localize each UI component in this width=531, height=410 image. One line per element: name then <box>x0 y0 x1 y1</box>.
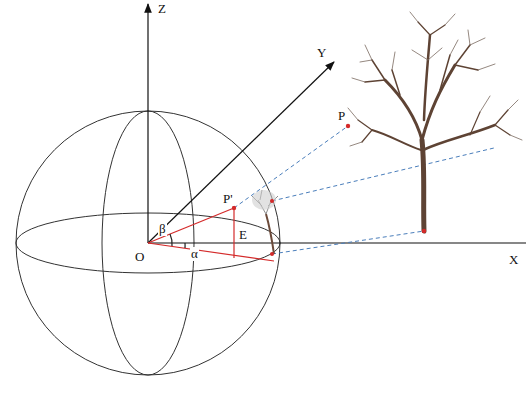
origin-label: O <box>134 250 145 264</box>
angle-label: β <box>158 222 167 236</box>
axes <box>148 4 526 243</box>
axis-label: Z <box>157 2 167 16</box>
tree <box>348 12 522 231</box>
projection-rays <box>234 126 494 254</box>
projected-tree <box>252 190 278 254</box>
points <box>232 124 426 256</box>
point-label: E <box>238 228 248 242</box>
angle-label: α <box>190 247 199 261</box>
point-label: P' <box>222 192 234 206</box>
angle-triangle <box>148 208 274 261</box>
axis-label: X <box>508 253 519 267</box>
point-label: P <box>337 109 346 123</box>
axis-label: Y <box>316 46 327 60</box>
